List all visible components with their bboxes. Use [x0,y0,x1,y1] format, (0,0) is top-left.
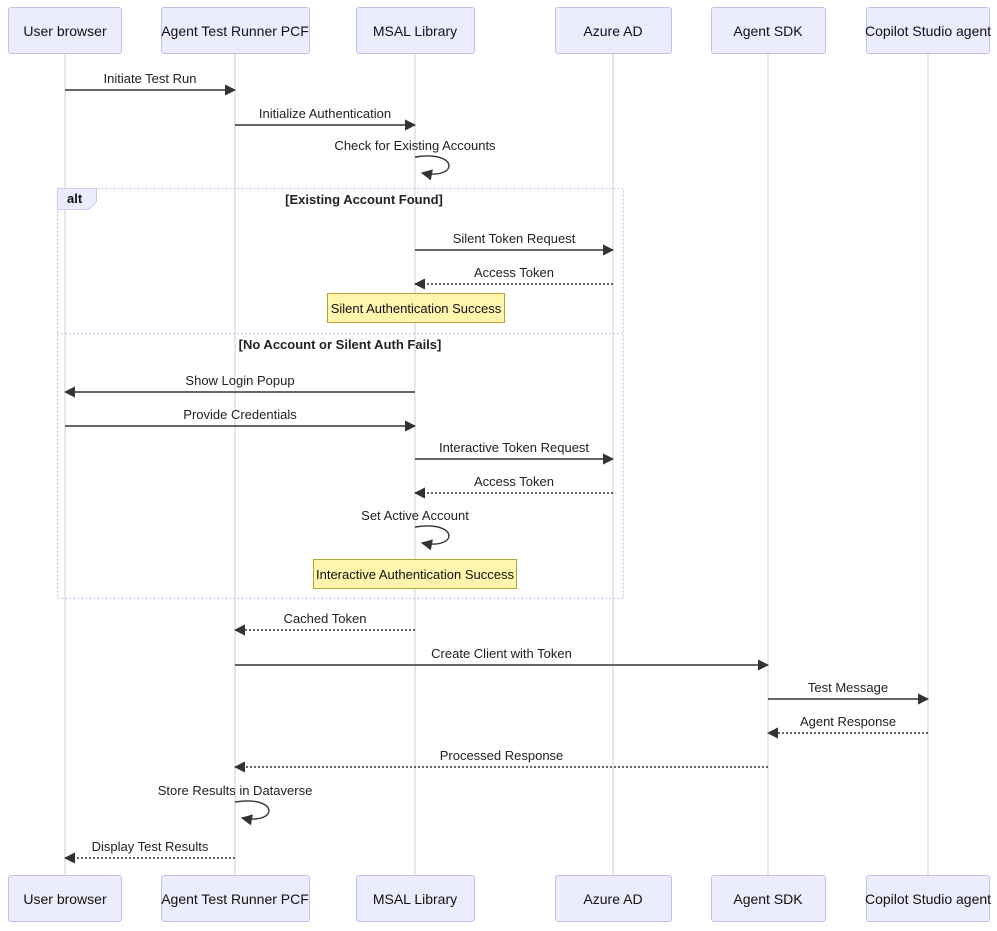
alt-condition-label: [No Account or Silent Auth Fails] [238,337,442,352]
actor-bottom-agent-test-runner-pcf: Agent Test Runner PCF [160,875,310,922]
message-label: Set Active Account [361,508,469,523]
actor-top-user-browser: User browser [8,7,122,54]
self-message-arrow [414,525,450,551]
alt-frame-label: alt [67,191,83,206]
message-label: Cached Token [283,611,367,626]
message-label: Check for Existing Accounts [334,138,496,153]
actor-bottom-copilot-studio-agent: Copilot Studio agent [865,875,991,922]
actor-top-copilot-studio-agent: Copilot Studio agent [865,7,991,54]
actor-bottom-azure-ad: Azure AD [554,875,672,922]
actor-top-agent-sdk: Agent SDK [710,7,826,54]
message-label: Display Test Results [91,839,209,854]
message-label: Agent Response [799,714,897,729]
alt-label-box [57,188,97,210]
self-message-arrow [414,155,450,181]
message-label: Initialize Authentication [258,106,392,121]
message-label: Access Token [474,265,554,280]
alt-condition-label: [Existing Account Found] [285,192,443,207]
message-label: Test Message [807,680,889,695]
actor-top-msal-library: MSAL Library [355,7,475,54]
note: Interactive Authentication Success [313,559,517,589]
message-label: Provide Credentials [183,407,297,422]
actor-bottom-agent-sdk: Agent SDK [710,875,826,922]
message-label: Silent Token Request [452,231,576,246]
message-label: Interactive Token Request [438,440,590,455]
actor-top-agent-test-runner-pcf: Agent Test Runner PCF [160,7,310,54]
message-label: Store Results in Dataverse [157,783,313,798]
message-label: Create Client with Token [431,646,572,661]
message-label: Show Login Popup [185,373,295,388]
note: Silent Authentication Success [327,293,505,323]
actor-top-azure-ad: Azure AD [554,7,672,54]
message-label: Processed Response [439,748,564,763]
message-label: Initiate Test Run [103,71,197,86]
message-label: Access Token [474,474,554,489]
self-message-arrow [234,800,270,826]
actor-bottom-msal-library: MSAL Library [355,875,475,922]
actor-bottom-user-browser: User browser [8,875,122,922]
